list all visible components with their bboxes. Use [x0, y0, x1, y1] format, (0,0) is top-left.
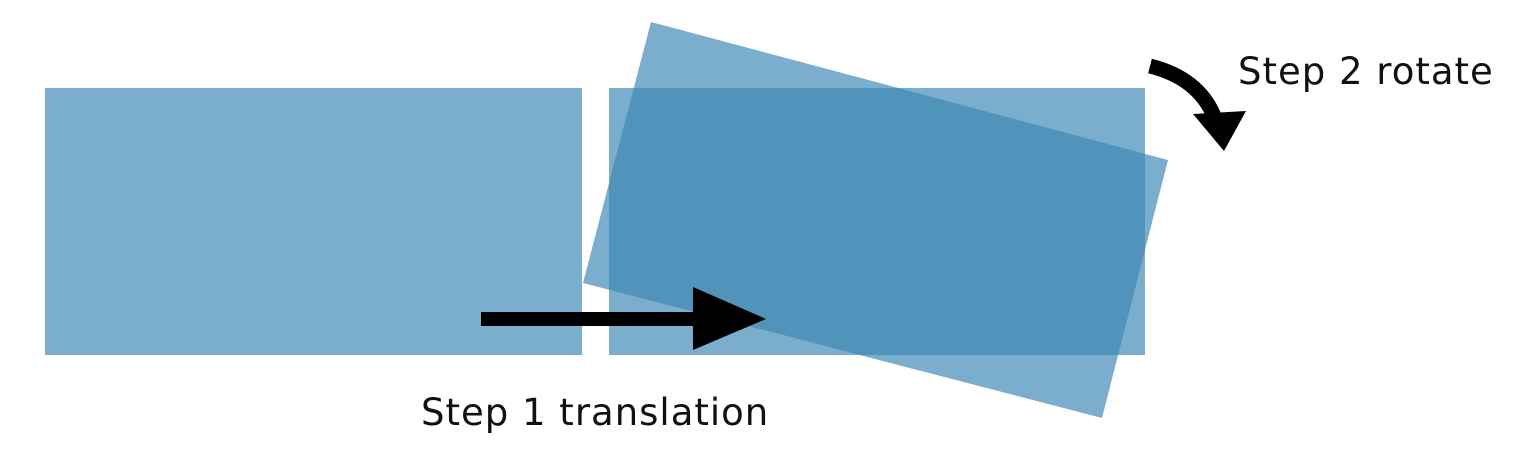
- step2-label: Step 2 rotate: [1238, 50, 1494, 93]
- original-rectangle: [45, 88, 582, 355]
- translation-arrow-icon: [481, 287, 766, 350]
- rotated-rectangle: [583, 22, 1168, 418]
- rotation-arrow-icon: [1148, 58, 1246, 151]
- step1-label: Step 1 translation: [421, 391, 769, 434]
